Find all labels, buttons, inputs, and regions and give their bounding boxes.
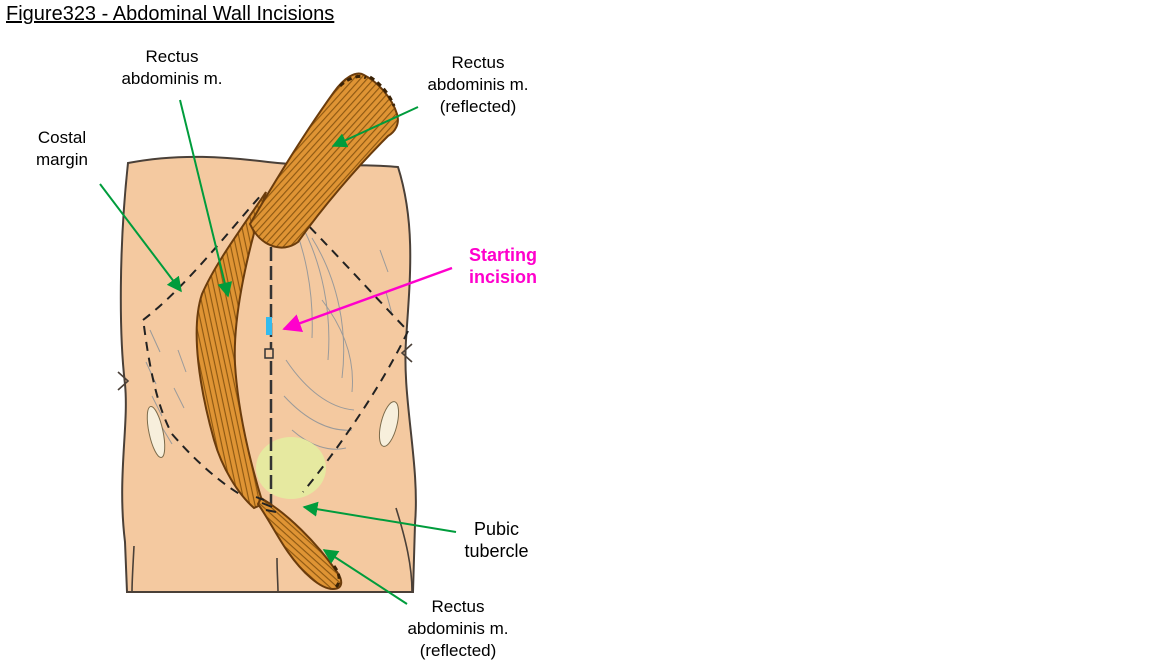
starting-incision-mark	[266, 317, 272, 335]
arrow-rectus-reflected-bottom	[322, 549, 408, 605]
arrow-rectus-reflected-top	[331, 106, 419, 148]
label-starting-incision: Starting incision	[468, 245, 537, 287]
rectus-abdominis-left	[195, 191, 267, 510]
arrow-pubic-tubercle	[302, 501, 457, 533]
arrow-starting-incision	[282, 266, 453, 333]
rectus-abdominis-reflected-upper	[248, 72, 399, 249]
label-rectus-abdominis-reflected-bottom: Rectus abdominis m. (reflected)	[407, 597, 509, 660]
arrow-costal-margin	[99, 183, 182, 293]
label-rectus-abdominis-reflected-top: Rectus abdominis m. (reflected)	[427, 53, 529, 116]
torso	[117, 155, 417, 593]
pubic-tubercle-marks	[255, 496, 277, 513]
label-costal-margin: Costal margin	[36, 128, 88, 169]
iliac-slits	[146, 401, 400, 458]
label-pubic-tubercle: Pubic tubercle	[464, 519, 529, 561]
figure-title: Figure323 - Abdominal Wall Incisions	[6, 3, 335, 25]
midline-incision	[264, 190, 274, 504]
leader-arrows	[99, 99, 457, 605]
body-contour-lines	[117, 343, 413, 593]
label-rectus-abdominis: Rectus abdominis m.	[121, 47, 223, 88]
arrow-rectus-top	[179, 99, 233, 298]
pubic-highlight	[256, 437, 326, 499]
rectus-abdominis-reflected-lower	[256, 496, 343, 591]
